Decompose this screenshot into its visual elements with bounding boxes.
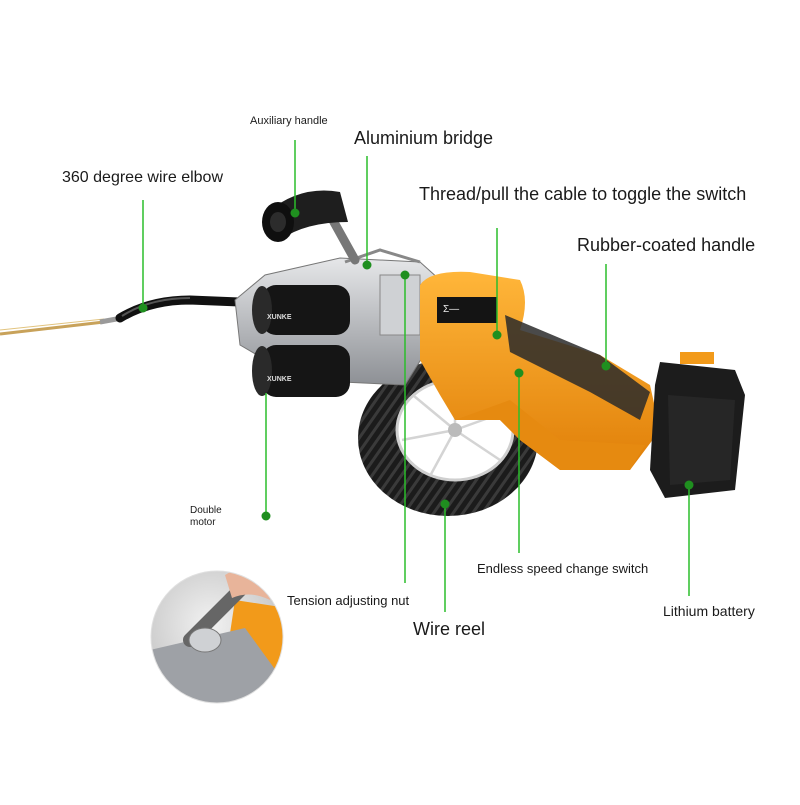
- motor-badge-upper: XUNKE: [267, 314, 292, 321]
- label-aluminium-bridge: Aluminium bridge: [354, 128, 494, 148]
- label-lithium-battery: Lithium battery: [663, 603, 755, 619]
- label-toggle-switch: Thread/pull the cable to toggle the swit…: [419, 184, 747, 204]
- label-speed-switch: Endless speed change switch: [477, 561, 649, 576]
- tension-nut-inset: [150, 570, 284, 704]
- body-symbol: Σ—: [443, 304, 460, 315]
- lithium-battery: [650, 352, 745, 498]
- auxiliary-handle: [262, 190, 360, 265]
- label-rubber-handle: Rubber-coated handle: [577, 235, 756, 255]
- wire-elbow: [115, 295, 270, 323]
- fish-tape-cable: [0, 315, 123, 336]
- label-double-motor: Double motor: [190, 505, 222, 528]
- tool-body: [420, 271, 660, 470]
- motor-badge-lower: XUNKE: [267, 376, 292, 383]
- label-double-motor-line2: motor: [190, 516, 216, 528]
- label-wire-elbow: 360 degree wire elbow: [62, 169, 223, 186]
- label-auxiliary-handle: Auxiliary handle: [250, 115, 328, 127]
- label-tension-nut: Tension adjusting nut: [287, 593, 410, 608]
- callout-dots: [138, 208, 694, 521]
- callout-lines: [142, 140, 690, 612]
- label-wire-reel: Wire reel: [413, 619, 486, 639]
- label-double-motor-line1: Double: [190, 505, 222, 516]
- double-motor: [252, 285, 350, 397]
